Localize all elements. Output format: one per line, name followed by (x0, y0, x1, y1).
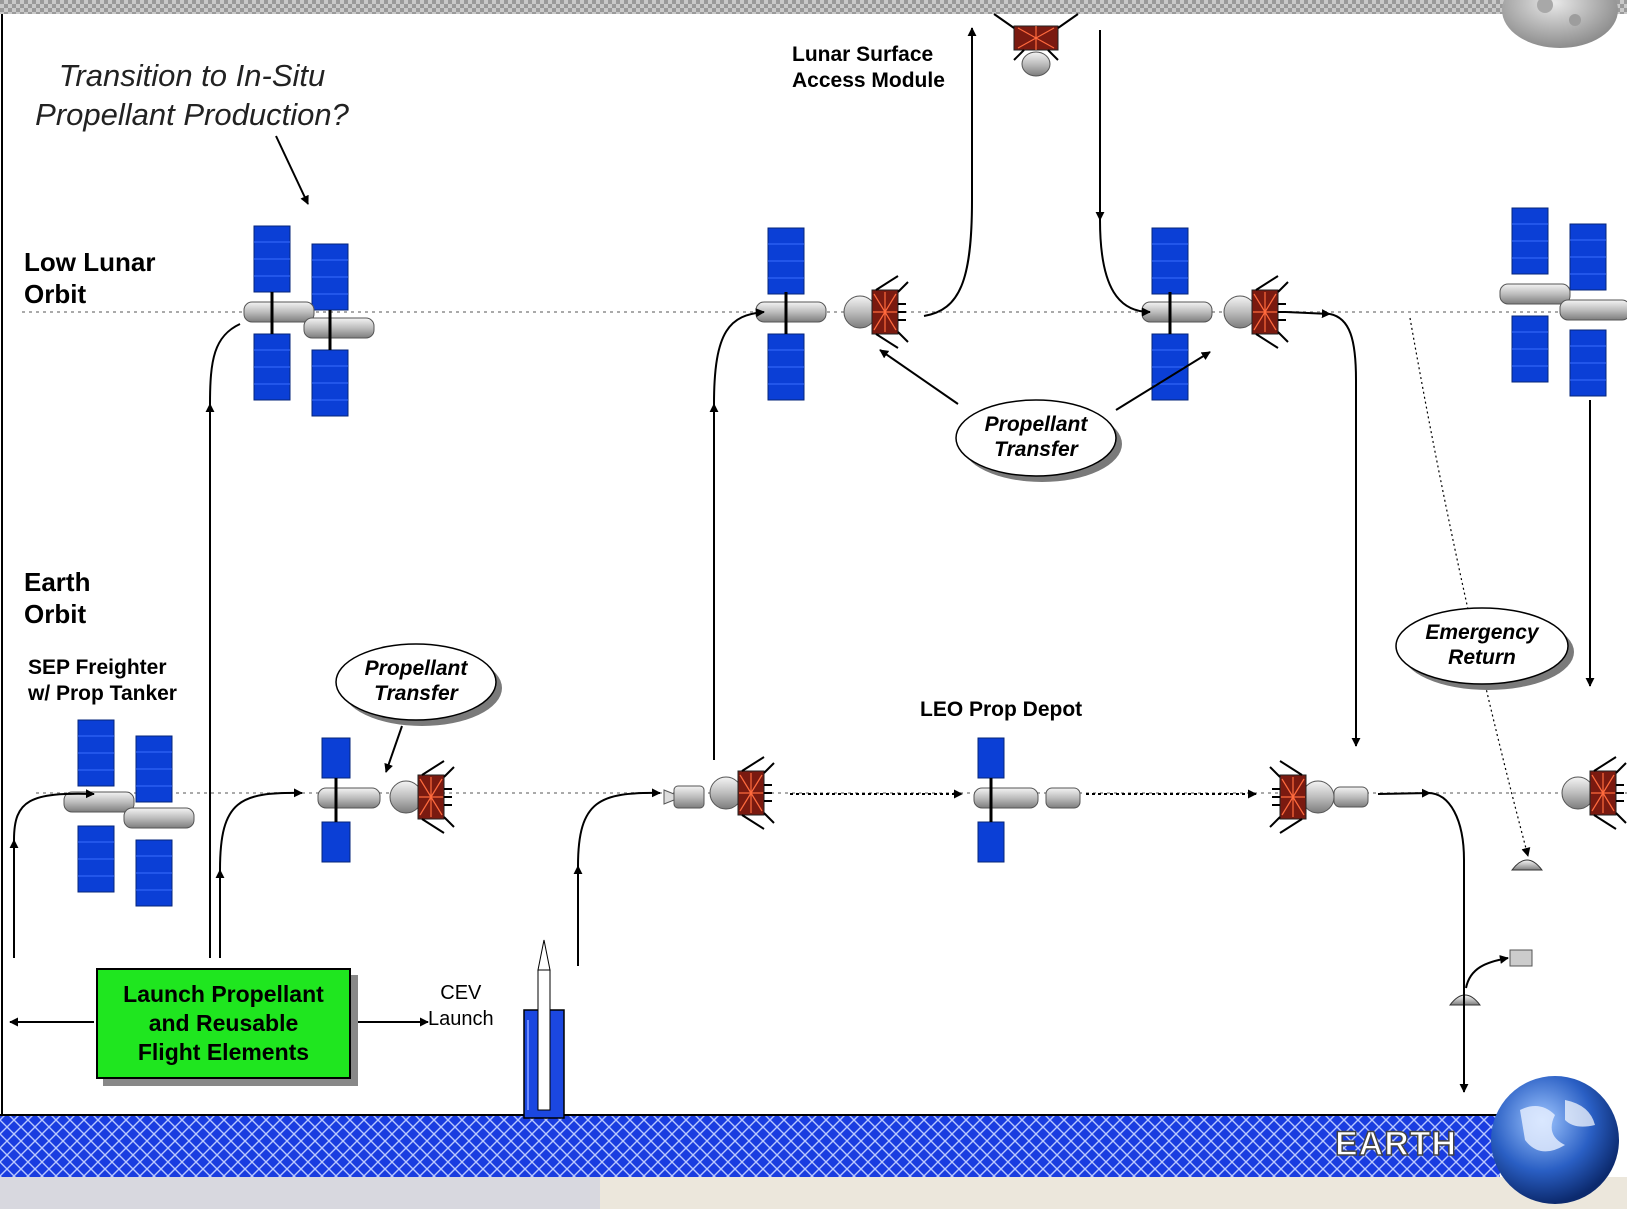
lsam-lander-leo-right (1562, 757, 1626, 829)
earth-surface-band (0, 1115, 1500, 1177)
leo-prop-depot-label: LEO Prop Depot (920, 698, 1082, 722)
cev-with-lander (664, 786, 704, 808)
cev-service-module (1510, 950, 1532, 966)
lsam-lander-leo-3 (1270, 761, 1334, 833)
cev-launch-vehicle (524, 940, 564, 1118)
cev-return (1334, 787, 1368, 807)
lsam-lander-llo-1 (844, 276, 908, 348)
sep-freighter-label: SEP Freighter w/ Prop Tanker (28, 655, 177, 707)
top-border (0, 0, 1627, 14)
arrow-prop-transfer-llo-1 (880, 350, 958, 404)
lsam-label-line2: Access Module (792, 68, 945, 94)
llo-label-line1: Low Lunar (24, 246, 155, 278)
prop-transfer-leo-line2: Transfer (346, 681, 486, 706)
prop-transfer-llo-text: Propellant Transfer (966, 412, 1106, 462)
launch-propellant-box: Launch Propellant and Reusable Flight El… (96, 968, 351, 1079)
llo-prop-depot-2 (1142, 228, 1212, 400)
prop-transfer-leo-text: Propellant Transfer (346, 656, 486, 706)
llo-sep-freighter-right (1500, 208, 1627, 396)
cev-launch-label: CEV Launch (428, 980, 494, 1032)
lsam-label: Lunar Surface Access Module (792, 42, 945, 94)
eo-label-line1: Earth (24, 566, 90, 598)
arrow-return-to-leo (1330, 314, 1356, 746)
transition-note: Transition to In-Situ Propellant Product… (22, 56, 362, 134)
leo-depot-with-lander (318, 738, 380, 862)
eo-label-line2: Orbit (24, 598, 90, 630)
lsam-lander-llo-2 (1224, 276, 1288, 348)
arrow-transition-note (276, 136, 308, 204)
cev-label-line1: CEV (428, 980, 494, 1006)
arrow-emergency-return (1410, 318, 1528, 856)
emergency-return-text: Emergency Return (1410, 620, 1554, 670)
llo-prop-depot-1 (756, 228, 826, 400)
transition-note-line1: Transition to In-Situ (22, 56, 362, 95)
cev-label-line2: Launch (428, 1006, 494, 1032)
leo-prop-depot (974, 738, 1080, 862)
arrow-sm-jettison (1466, 958, 1508, 988)
launch-box-line2: and Reusable (123, 1009, 324, 1038)
prop-transfer-llo-line2: Transfer (966, 437, 1106, 462)
arrow-cev-departure (1378, 793, 1430, 794)
arrow-prop-transfer-leo (386, 726, 402, 772)
transition-note-line2: Propellant Production? (22, 95, 362, 134)
launch-box-line1: Launch Propellant (123, 980, 324, 1009)
prop-transfer-llo-line1: Propellant (966, 412, 1106, 437)
lsam-lander-leo-2 (710, 757, 774, 829)
launch-box-line3: Flight Elements (123, 1038, 324, 1067)
lsam-lander-top (994, 14, 1078, 76)
sep-label-line2: w/ Prop Tanker (28, 681, 177, 707)
prop-transfer-leo-line1: Propellant (346, 656, 486, 681)
earth-label: EARTH (1335, 1125, 1457, 1164)
earth-orbit-label: Earth Orbit (24, 566, 90, 630)
arrow-llo-departure (1286, 312, 1330, 314)
arrow-earth-return (1428, 793, 1464, 1092)
sep-label-line1: SEP Freighter (28, 655, 177, 681)
llo-label-line2: Orbit (24, 278, 155, 310)
emergency-return-line1: Emergency (1410, 620, 1554, 645)
low-lunar-orbit-label: Low Lunar Orbit (24, 246, 155, 310)
leo-sep-freighter (64, 720, 194, 906)
lsam-label-line1: Lunar Surface (792, 42, 945, 68)
llo-sep-freighter (244, 226, 374, 416)
cev-capsule-emergency (1512, 860, 1542, 870)
moon-image (1502, 0, 1618, 48)
emergency-return-line2: Return (1410, 645, 1554, 670)
lsam-lander-leo-1 (390, 761, 454, 833)
arrow-freighter-curve (210, 324, 240, 404)
